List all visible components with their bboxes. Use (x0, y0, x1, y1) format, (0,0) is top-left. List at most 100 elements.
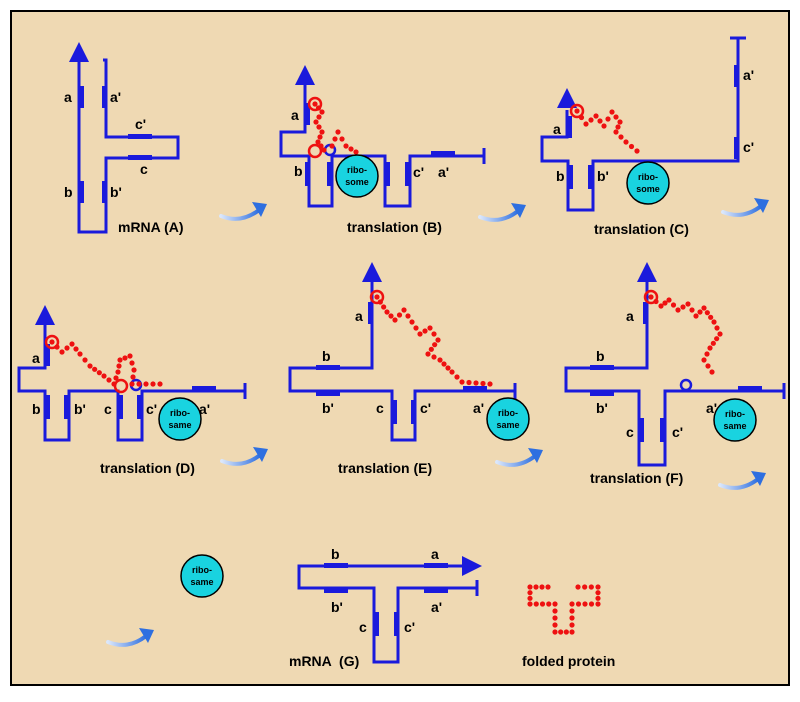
protein-start-ring (569, 103, 585, 119)
label-a-prime: a' (706, 400, 717, 416)
label-c: c (104, 401, 112, 417)
ribosome-icon: ribo-same (180, 554, 224, 598)
label-b: b (556, 168, 565, 184)
curved-arrows (106, 198, 769, 647)
label-b-prime: b' (597, 168, 609, 184)
protein-bead (466, 379, 472, 386)
protein-bead (705, 363, 711, 369)
protein-bead (539, 584, 545, 590)
curved-arrow-icon (721, 198, 769, 217)
label-b: b (64, 184, 73, 200)
label-c-prime: c' (135, 116, 146, 132)
protein-bead (425, 351, 431, 357)
protein-bead (150, 381, 156, 387)
protein-bead (613, 114, 619, 120)
protein-bead (675, 307, 681, 313)
protein-bead (427, 325, 433, 331)
ribosome-icon: ribo-some (626, 161, 670, 205)
svg-text:ribo-: ribo- (347, 165, 367, 175)
protein-bead (552, 608, 558, 614)
label-c-prime: c' (404, 619, 415, 635)
protein-bead (374, 294, 380, 300)
protein-bead (316, 114, 322, 120)
ribosome-icon: ribo-same (158, 397, 202, 441)
protein-bead (353, 149, 359, 155)
protein-bead (533, 601, 539, 607)
protein-chain (527, 584, 601, 635)
protein-bead (685, 301, 691, 307)
protein-chain (374, 294, 493, 387)
curved-arrow-icon (718, 471, 766, 490)
protein-bead (693, 313, 699, 319)
arrow-head-icon (35, 305, 55, 325)
protein-bead (615, 124, 621, 130)
mrna-strand-f (564, 278, 786, 467)
arrow-head-icon (362, 262, 382, 282)
label-b: b (331, 546, 340, 562)
protein-bead (717, 331, 723, 337)
svg-text:ribo-: ribo- (725, 409, 745, 419)
svg-text:ribo-: ribo- (170, 408, 190, 418)
svg-text:ribo-: ribo- (498, 408, 518, 418)
protein-bead (487, 381, 493, 387)
protein-bead (701, 357, 707, 363)
protein-bead (628, 143, 635, 150)
protein-bead (435, 337, 441, 343)
label-c: c (376, 400, 384, 416)
protein-bead (49, 339, 55, 345)
label-a-prime: a' (743, 67, 754, 83)
label-c: c (626, 424, 634, 440)
ribosome-icon: ribo-same (486, 397, 530, 441)
protein-bead (613, 129, 619, 135)
protein-bead (634, 148, 640, 154)
background-panel (10, 10, 790, 686)
protein-bead (69, 341, 75, 347)
protein-start-ring (369, 289, 385, 305)
svg-text:same: same (496, 420, 519, 430)
protein-bead (348, 146, 354, 152)
protein-bead (601, 123, 607, 129)
protein-bead (437, 357, 443, 363)
label-b-prime: b' (110, 184, 122, 200)
protein-bead (454, 374, 460, 380)
protein-bead (422, 328, 428, 334)
protein-bead (558, 629, 564, 635)
protein-bead (527, 595, 533, 601)
protein-bead (623, 139, 629, 145)
protein-bead (574, 108, 580, 114)
curved-arrow-icon (220, 447, 268, 466)
protein-bead (697, 309, 703, 315)
protein-bead (575, 601, 582, 607)
label-c-prime: c' (743, 139, 754, 155)
protein-bead (317, 134, 323, 140)
label-a: a (32, 350, 40, 366)
protein-bead (405, 313, 411, 319)
protein-bead (319, 109, 325, 115)
protein-bead (527, 590, 533, 596)
svg-text:some: some (345, 177, 369, 187)
protein-start-ring (307, 96, 323, 112)
label-a-prime: a' (473, 400, 484, 416)
protein-bead (552, 601, 558, 607)
arrow-head-icon (637, 262, 657, 282)
protein-bead (575, 584, 581, 590)
protein-bead (319, 129, 325, 135)
svg-text:ribo-: ribo- (638, 172, 658, 182)
mrna-strand-b (279, 75, 486, 208)
protein-bead (552, 615, 558, 621)
protein-bead (384, 309, 390, 315)
svg-text:same: same (168, 420, 191, 430)
svg-text:same: same (723, 421, 746, 431)
caption-translation-b: translation (B) (347, 219, 442, 235)
protein-bead (709, 369, 715, 375)
label-c-prime: c' (672, 424, 683, 440)
label-b-prime: b' (74, 401, 86, 417)
protein-bead (588, 601, 595, 607)
label-a-prime: a' (438, 164, 449, 180)
protein-bead (569, 629, 575, 635)
arrow-head-icon (462, 556, 482, 576)
protein-bead (707, 345, 713, 351)
protein-bead (315, 139, 321, 145)
